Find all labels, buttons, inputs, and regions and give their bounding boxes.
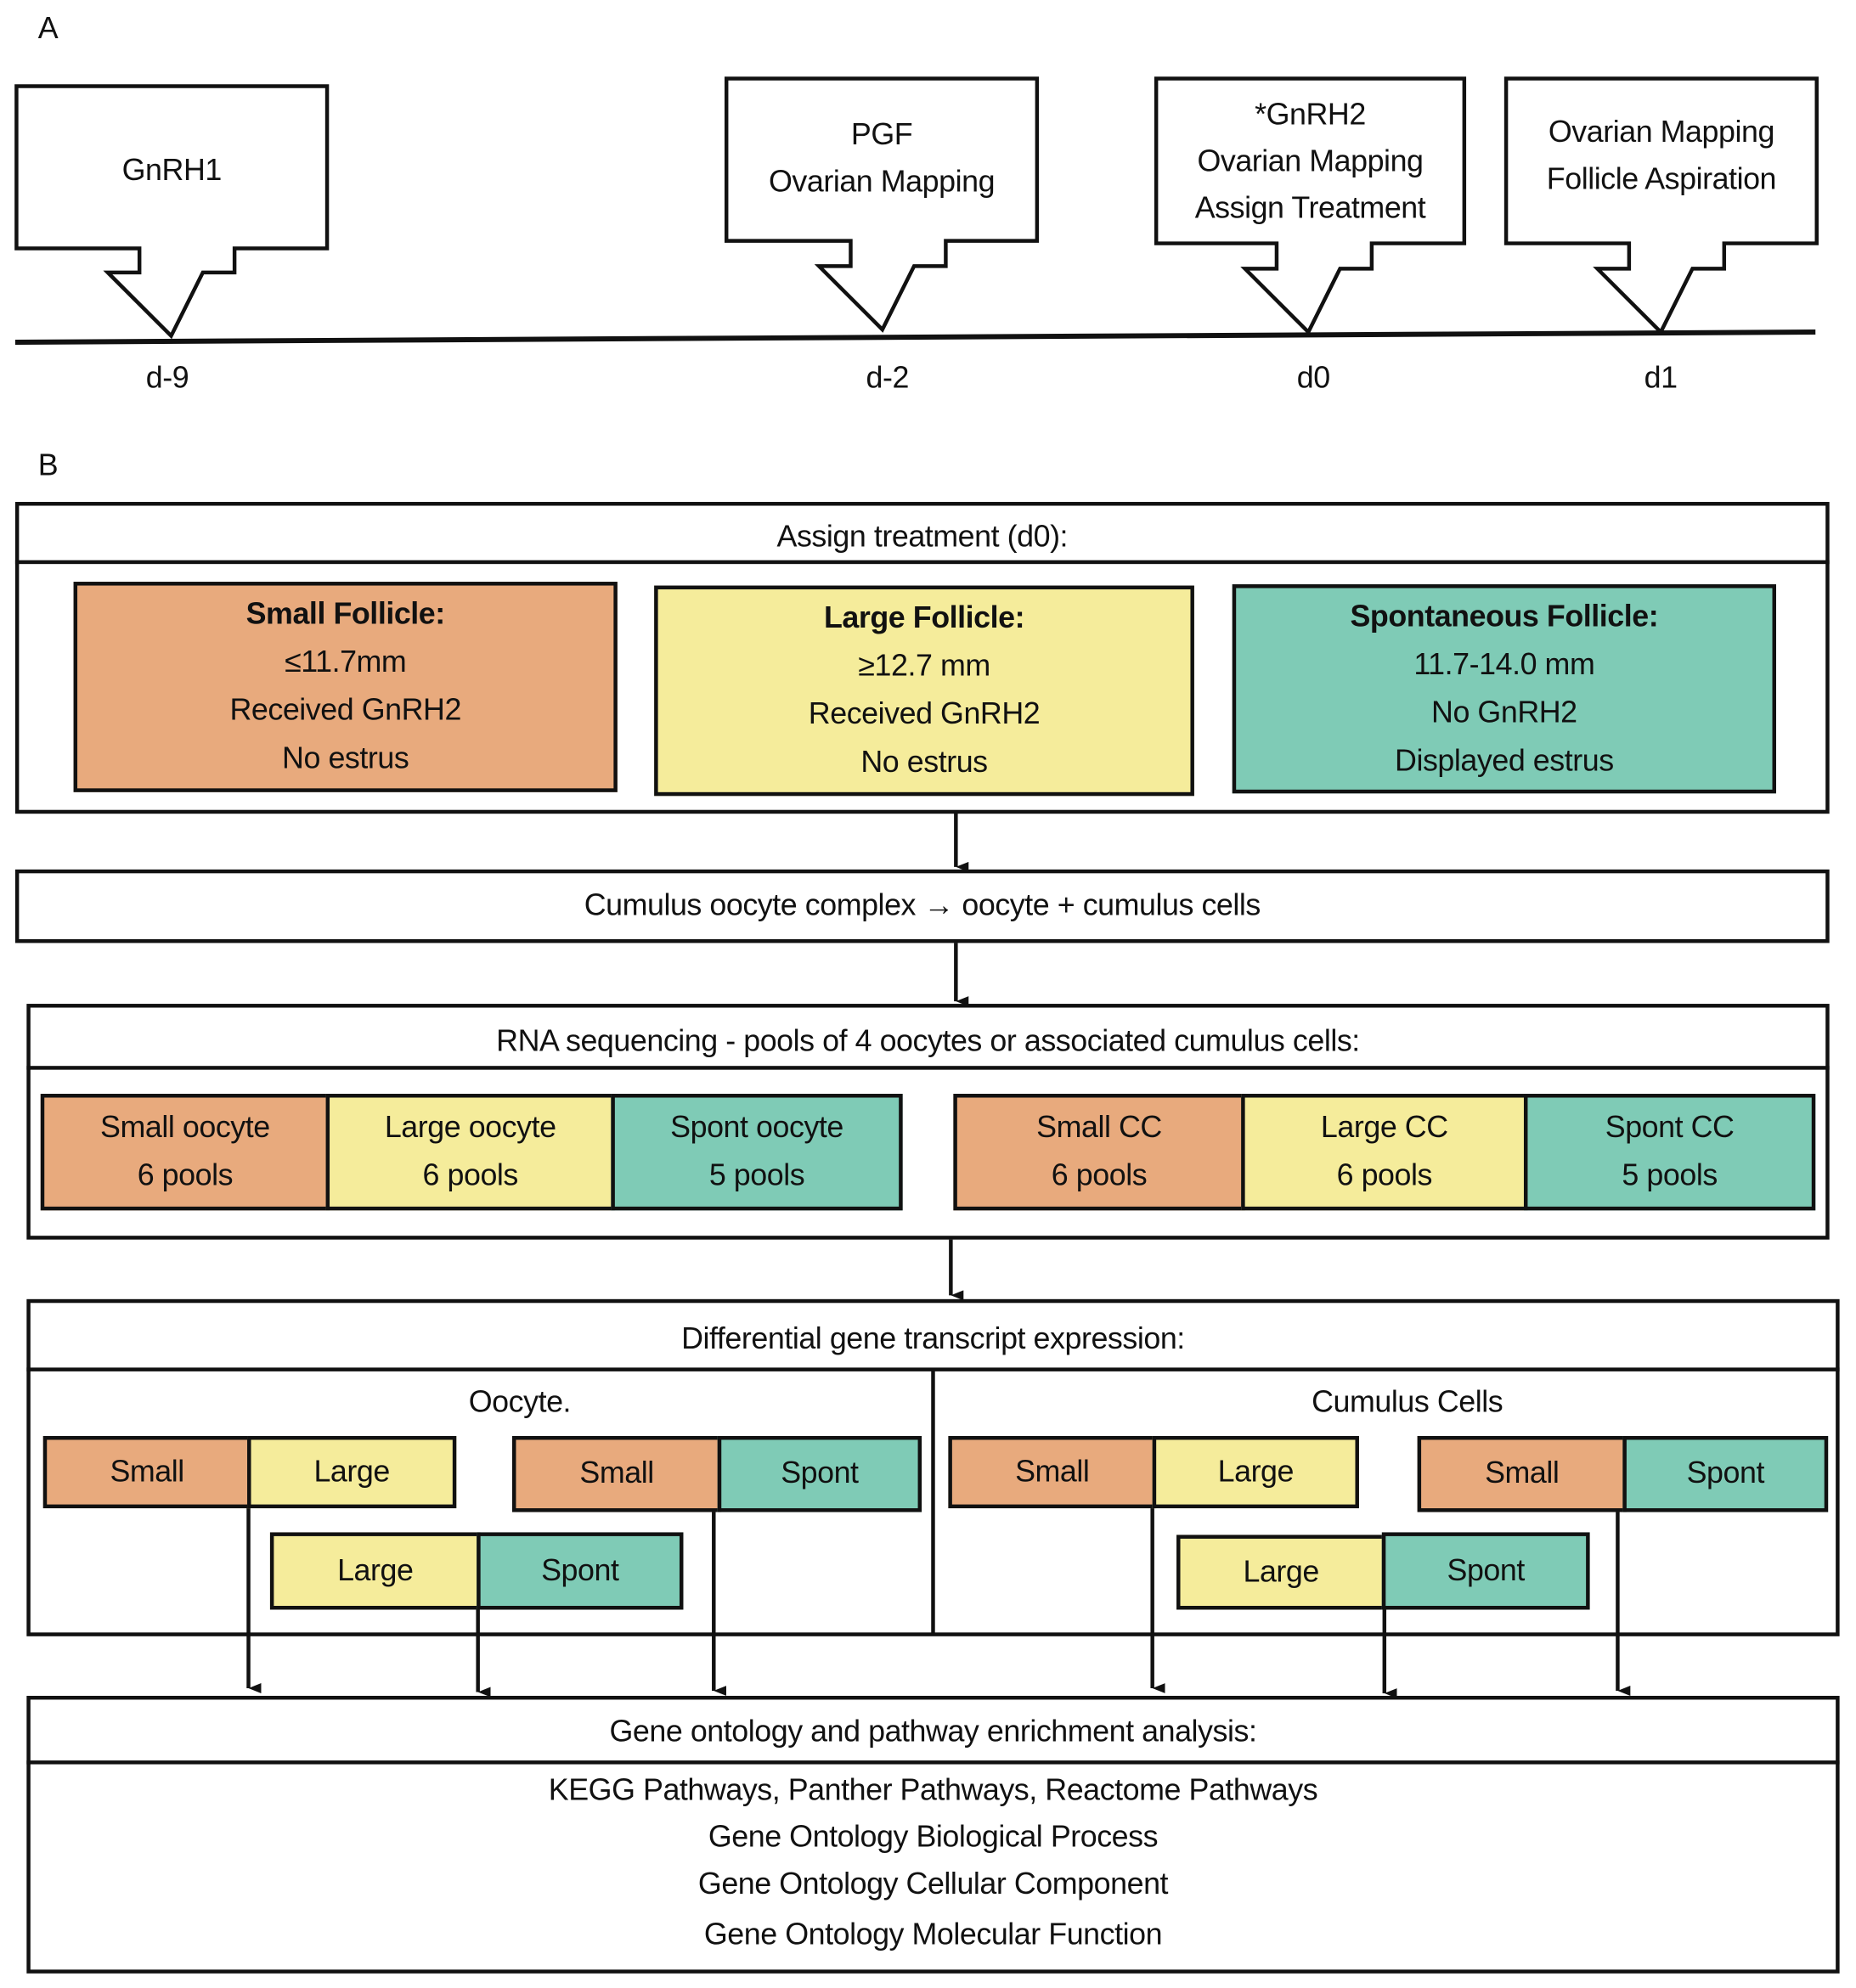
comparison-large: Large	[1176, 1535, 1386, 1610]
assign-treatment-box	[14, 502, 1830, 814]
divider	[26, 1367, 1840, 1371]
cumulus-cells-label: Cumulus Cells	[1312, 1385, 1503, 1420]
panel-a-label: A	[37, 11, 59, 46]
comparison-large: Large	[269, 1532, 481, 1610]
go-box	[26, 1695, 1840, 1974]
divider	[26, 1066, 1830, 1070]
comparison-large: Large	[247, 1436, 457, 1509]
assign-header: Assign treatment (d0):	[776, 519, 1069, 555]
coc-box	[14, 869, 1830, 943]
comparison-small: Small	[1417, 1436, 1627, 1512]
comparison-spont: Spont	[1381, 1532, 1590, 1610]
go-line: Gene Ontology Biological Process	[708, 1820, 1159, 1855]
comparison-small: Small	[511, 1436, 722, 1512]
comparison-small: Small	[42, 1436, 251, 1509]
dge-arrows	[246, 1506, 1631, 1698]
dge-box	[26, 1298, 1840, 1636]
rnaseq-box	[26, 1004, 1830, 1240]
callout-gnrh2	[1154, 76, 1467, 335]
go-line: Gene Ontology Molecular Function	[703, 1918, 1163, 1952]
day-label: d1	[1644, 361, 1678, 396]
callout-text: GnRH1	[121, 153, 223, 188]
comparison-large: Large	[1152, 1436, 1359, 1509]
callout-aspiration	[1503, 76, 1819, 335]
comparison-spont: Spont	[1622, 1436, 1829, 1512]
comparison-spont: Spont	[717, 1436, 922, 1512]
go-line: Gene Ontology Cellular Component	[697, 1867, 1169, 1901]
go-header: Gene ontology and pathway enrichment ana…	[609, 1715, 1257, 1749]
comparison-spont: Spont	[477, 1532, 684, 1610]
day-label: d-2	[866, 361, 910, 396]
coc-text: Cumulus oocyte complex → oocyte + cumulu…	[584, 888, 1261, 923]
comparison-small: Small	[948, 1436, 1157, 1509]
divider	[14, 560, 1830, 565]
timeline-axis	[14, 329, 1816, 345]
dge-header: Differential gene transcript expression:	[681, 1321, 1185, 1356]
panel-b-label: B	[37, 448, 59, 483]
divider	[26, 1760, 1840, 1765]
day-label: d0	[1296, 361, 1330, 396]
day-label: d-9	[145, 361, 189, 396]
oocyte-label: Oocyte.	[468, 1385, 572, 1420]
callout-gnrh1	[14, 84, 330, 340]
callout-pgf	[724, 76, 1040, 333]
go-line: KEGG Pathways, Panther Pathways, Reactom…	[548, 1773, 1318, 1808]
rnaseq-header: RNA sequencing - pools of 4 oocytes or a…	[496, 1023, 1360, 1059]
